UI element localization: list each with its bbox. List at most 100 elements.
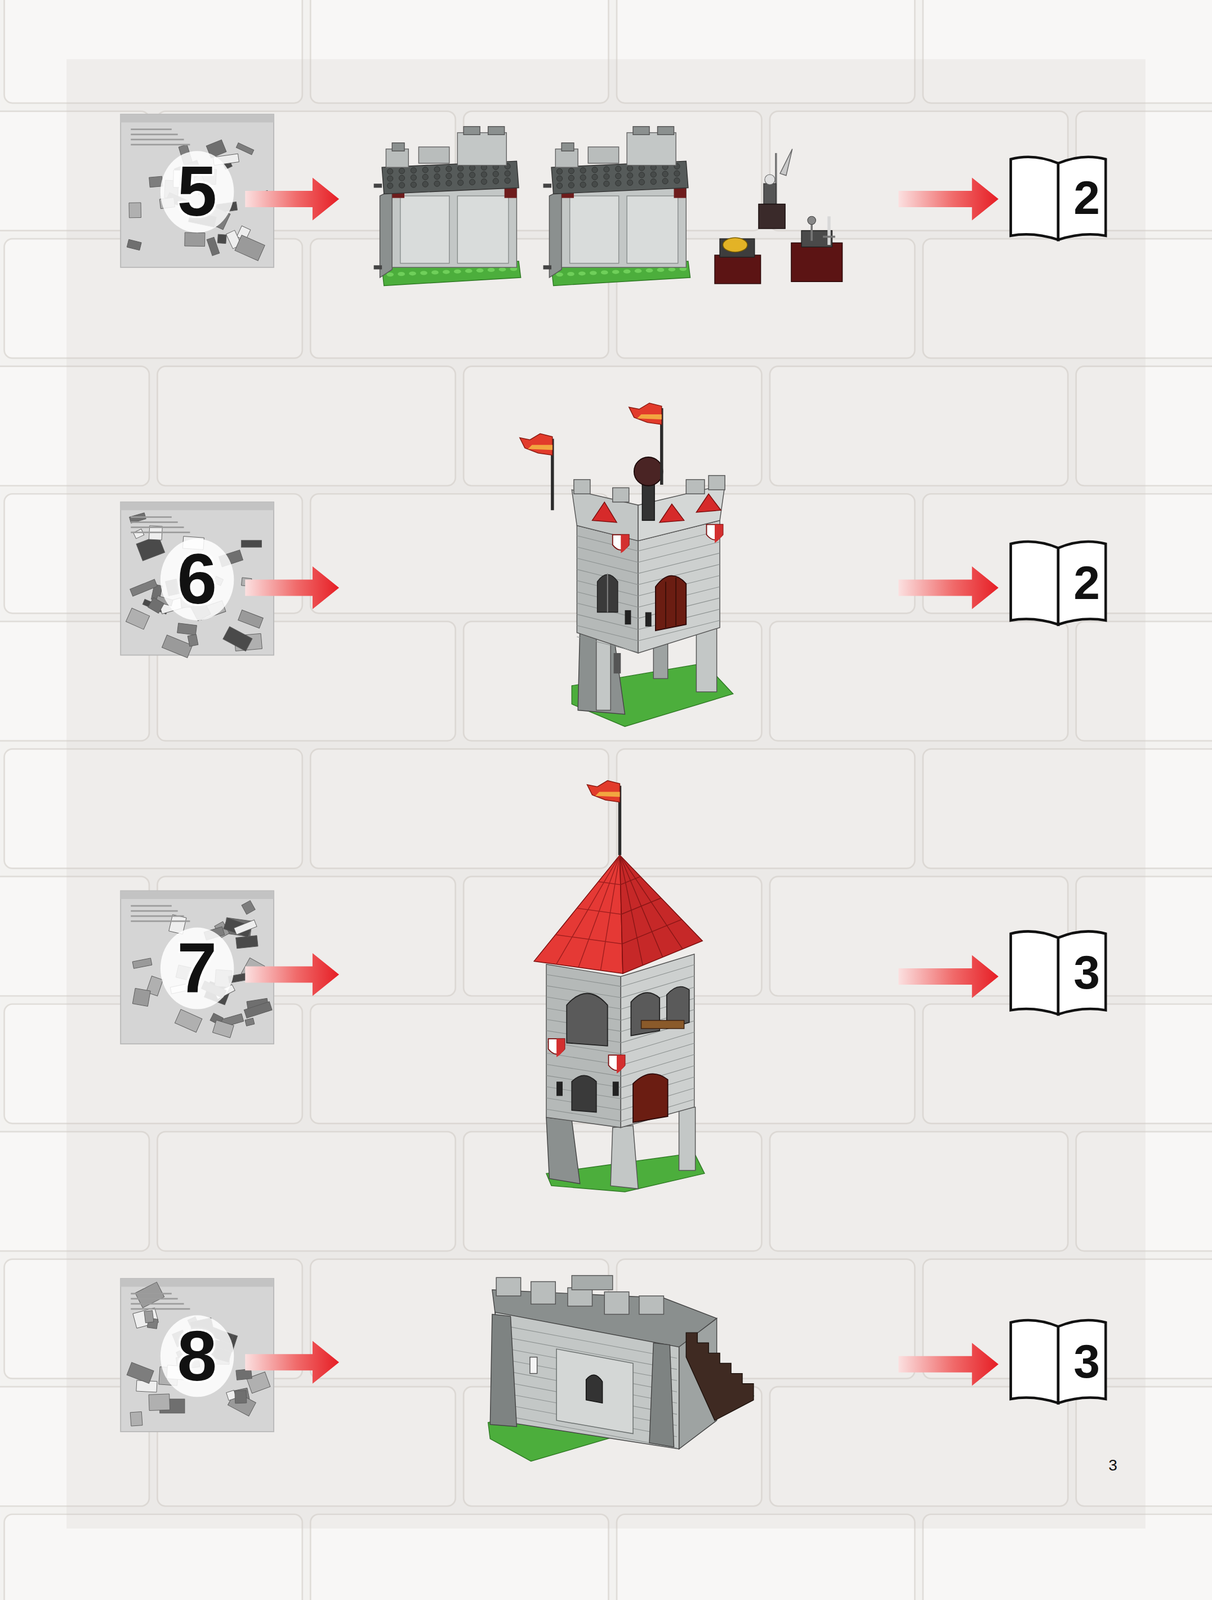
stud [476, 268, 484, 273]
stud [612, 269, 620, 274]
book-page [1010, 1320, 1059, 1404]
gold [723, 237, 748, 252]
stud [634, 269, 643, 274]
merlon-cap [657, 126, 675, 136]
brick-line [576, 636, 639, 653]
stud [387, 175, 394, 182]
bag-number: 7 [120, 891, 274, 1045]
bag-number: 8 [120, 1279, 274, 1433]
stud [627, 179, 634, 186]
stud [556, 175, 563, 182]
buttress [489, 1315, 517, 1428]
stud [442, 269, 450, 274]
stud [469, 165, 475, 171]
roof-tile [576, 908, 622, 915]
figure [763, 183, 777, 204]
red-arrow [898, 1343, 999, 1387]
stud [469, 172, 475, 178]
stud [446, 180, 452, 186]
bag-print [130, 915, 184, 918]
stud [668, 267, 676, 272]
bag-part [187, 634, 199, 647]
stud [591, 174, 598, 180]
stud [627, 165, 634, 172]
stud [498, 267, 507, 272]
book-number: 3 [1008, 930, 1108, 1015]
torch [612, 1081, 619, 1096]
stud [615, 173, 622, 180]
merlon [555, 149, 578, 168]
bag-number: 5 [120, 114, 274, 268]
bag-part [149, 176, 163, 188]
window [571, 1075, 597, 1113]
step-number: 5 [177, 149, 218, 233]
book-page [1010, 541, 1059, 625]
stud [446, 166, 452, 172]
bag-print [130, 133, 178, 136]
bag-seal [120, 890, 274, 900]
stud [431, 270, 439, 275]
gate-panel [556, 1349, 634, 1434]
bag-print [130, 516, 172, 519]
page-number: 3 [1108, 1458, 1118, 1474]
stud [469, 179, 475, 185]
merlon [385, 149, 409, 168]
brick-line [620, 1054, 695, 1077]
book-page [1058, 931, 1106, 1015]
step-number: 6 [177, 537, 218, 621]
stud [422, 181, 429, 187]
stud [650, 171, 657, 178]
brick-line [576, 625, 639, 641]
pin [543, 265, 552, 270]
bag-part [130, 579, 158, 597]
bag-part [217, 234, 227, 244]
red-cone [659, 504, 685, 523]
bag-part [132, 958, 153, 969]
bag-part [212, 1020, 234, 1038]
bag-part [148, 1394, 171, 1412]
book-icon [1010, 1320, 1107, 1404]
merlon-cap [633, 126, 650, 136]
book-number: 2 [1008, 156, 1108, 240]
book-page [1058, 541, 1106, 625]
red-arrow [898, 955, 999, 999]
book-icon [1010, 157, 1107, 240]
bag-print [130, 531, 190, 534]
bag-part [235, 143, 254, 155]
roof-tile [619, 855, 683, 950]
stud [422, 167, 429, 173]
bag-part [206, 237, 220, 256]
shield-emblem [620, 535, 630, 554]
bag-body [120, 502, 274, 656]
stud [410, 174, 417, 181]
bag-part [148, 597, 165, 614]
stud [397, 272, 405, 276]
bag-part [132, 988, 151, 1007]
stud [387, 168, 394, 175]
brick-line [638, 553, 720, 574]
stud [556, 168, 563, 175]
stud [615, 180, 622, 186]
door [633, 1074, 668, 1123]
torch [556, 1081, 563, 1096]
flag [586, 781, 620, 803]
buttress [649, 1343, 675, 1448]
bag-part [241, 901, 256, 916]
stud [480, 179, 487, 185]
red-brick [674, 188, 687, 199]
stud [504, 177, 511, 184]
flag [629, 403, 662, 425]
stud [487, 268, 496, 273]
merlon [685, 479, 705, 494]
stud [645, 268, 654, 273]
stud [615, 166, 622, 172]
panel [66, 59, 1146, 1530]
brick-line [576, 558, 639, 574]
stud [480, 171, 487, 178]
stud [638, 165, 645, 171]
cannon [634, 457, 663, 487]
stud [453, 269, 462, 274]
